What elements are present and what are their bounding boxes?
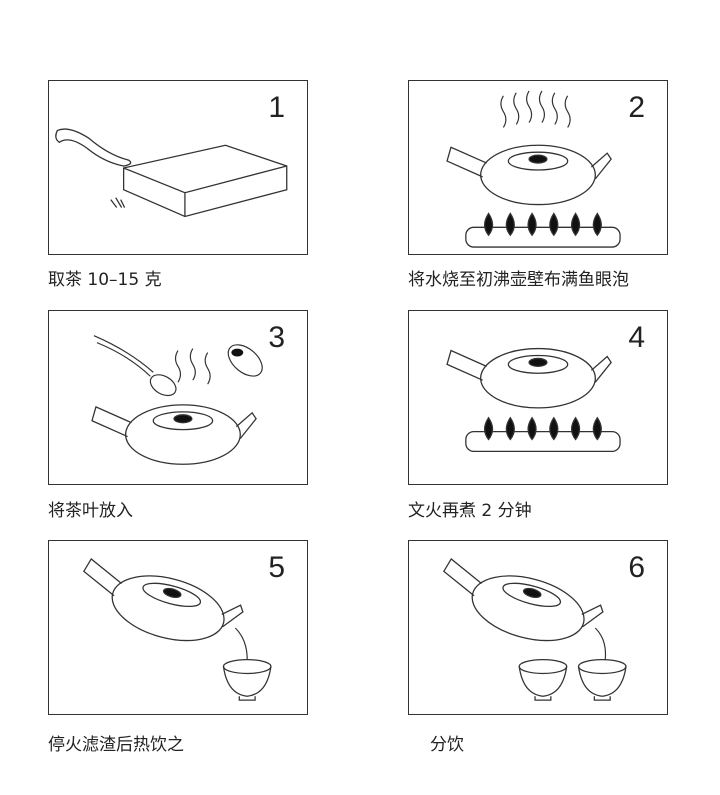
step-5-panel: 5 [48,540,308,715]
step-1-caption: 取茶 10–15 克 [48,270,162,290]
pouring-tea-illustration [71,555,272,701]
tea-brick-illustration [55,128,288,218]
step-3-caption: 将茶叶放入 [48,501,133,521]
step-number: 4 [628,321,645,354]
boiling-pot-illustration [446,90,621,248]
add-tea-illustration [91,335,263,465]
step-6-caption: 分饮 [430,735,464,755]
step-5-caption: 停火滤渣后热饮之 [48,735,184,755]
step-2-caption: 将水烧至初沸壶壁布满鱼眼泡 [408,270,629,290]
step-1-panel: 1 [48,80,308,255]
step-6-panel: 6 [408,540,668,715]
step-number: 5 [268,551,285,584]
step-number: 6 [628,551,645,584]
step-3-panel: 3 [48,310,308,485]
step-4-caption: 文火再煮 2 分钟 [408,501,532,521]
step-4-panel: 4 [408,310,668,485]
step-number: 1 [268,91,285,124]
step-2-panel: 2 [408,80,668,255]
serving-tea-illustration [431,555,627,701]
step-number: 2 [628,91,645,124]
step-number: 3 [268,321,285,354]
